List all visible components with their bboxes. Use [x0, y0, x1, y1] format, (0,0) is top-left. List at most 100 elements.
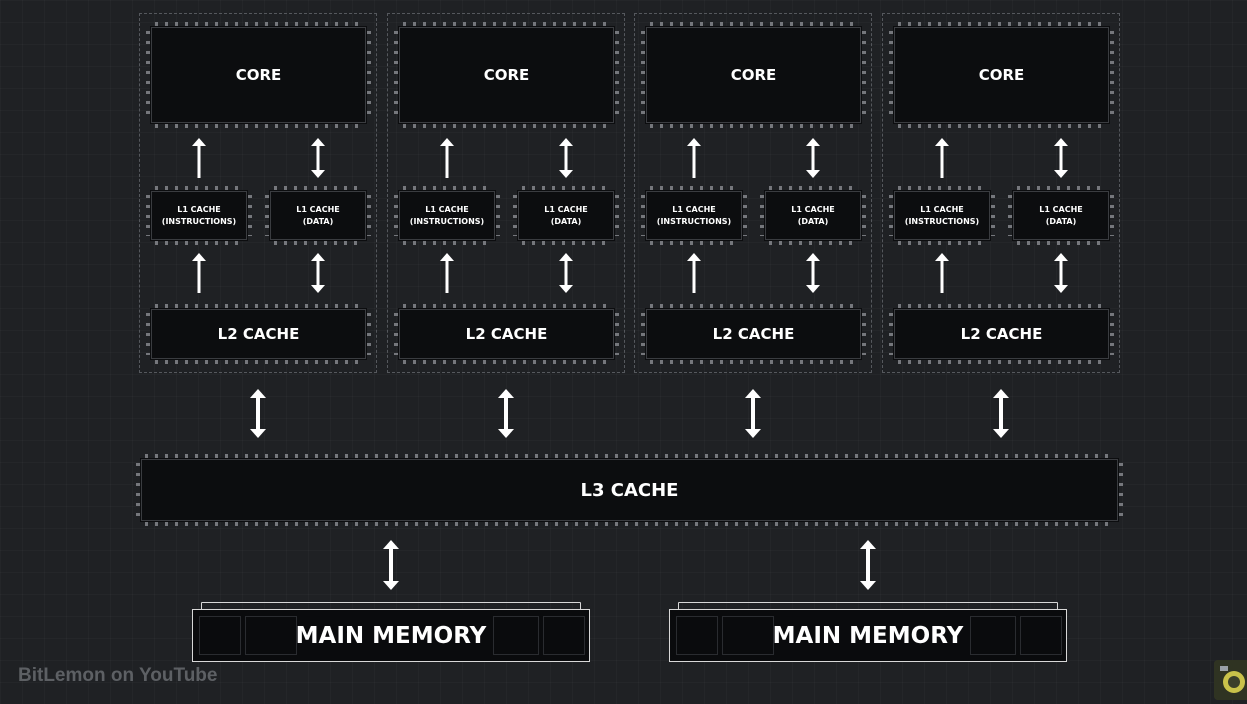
l1-instr-line1: L1 CACHE: [920, 204, 964, 214]
l1-instr-3-pins-right: [743, 195, 747, 236]
l2-3-pins-left: [641, 313, 645, 355]
l1-instr-3-pins-left: [641, 195, 645, 236]
l1-instr-4-pins-left: [889, 195, 893, 236]
l1-instruction-cache-4: L1 CACHE (INSTRUCTIONS): [894, 191, 990, 240]
l1-data-2-pins-bottom: [522, 241, 610, 245]
l1-data-line2: (DATA): [550, 216, 582, 226]
l2-label: L2 CACHE: [465, 325, 548, 343]
l1-instr-2-pins-right: [496, 195, 500, 236]
main-memory-2: MAIN MEMORY: [669, 609, 1067, 662]
core-cluster-4: [882, 13, 1120, 373]
core-1-pins-top: [155, 22, 362, 26]
core-1-pins-bottom: [155, 124, 362, 128]
l1-instruction-cache-2: L1 CACHE (INSTRUCTIONS): [399, 191, 495, 240]
up-arrow-icon: [687, 138, 701, 178]
l3-pins-right: [1119, 463, 1123, 517]
core-3-pins-top: [650, 22, 857, 26]
up-arrow-icon: [192, 253, 206, 293]
l1-instr-2-pins-bottom: [403, 241, 491, 245]
l2-3-pins-bottom: [650, 360, 857, 364]
l2-4-pins-top: [898, 304, 1105, 308]
core-4-pins-bottom: [898, 124, 1105, 128]
l1-data-3-pins-left: [760, 195, 764, 236]
l2-cache-2: L2 CACHE: [399, 309, 614, 359]
l1-data-4-pins-top: [1017, 186, 1105, 190]
memory-slot: [970, 616, 1016, 655]
l1-instr-line2: (INSTRUCTIONS): [656, 216, 732, 226]
main-memory-1: MAIN MEMORY: [192, 609, 590, 662]
l1-instr-1-pins-top: [155, 186, 243, 190]
l1-data-cache-2: L1 CACHE (DATA): [518, 191, 614, 240]
channel-logo: [1214, 660, 1247, 700]
core-label: CORE: [483, 66, 530, 84]
l1-instr-2-pins-left: [394, 195, 398, 236]
bidirectional-arrow-icon: [559, 138, 573, 178]
core-cluster-1: [139, 13, 377, 373]
l1-instr-3-pins-bottom: [650, 241, 738, 245]
l1-instruction-label: L1 CACHE (INSTRUCTIONS): [657, 204, 731, 228]
core-2-pins-right: [615, 31, 619, 119]
l2-1-pins-bottom: [155, 360, 362, 364]
core-3-pins-bottom: [650, 124, 857, 128]
l1-instr-line2: (INSTRUCTIONS): [409, 216, 485, 226]
l1-instr-line1: L1 CACHE: [425, 204, 469, 214]
bidirectional-arrow-icon: [993, 389, 1009, 438]
l1-data-label: L1 CACHE (DATA): [296, 204, 340, 228]
l1-data-label: L1 CACHE(DATA): [791, 204, 835, 228]
l1-instr-2-pins-top: [403, 186, 491, 190]
l3-cache: L3 CACHE: [141, 459, 1118, 521]
l2-2-pins-bottom: [403, 360, 610, 364]
l1-instr-line2: (INSTRUCTIONS): [161, 216, 237, 226]
core-2-pins-left: [394, 31, 398, 119]
l1-data-line1: L1 CACHE: [544, 204, 588, 214]
l1-data-2-pins-top: [522, 186, 610, 190]
bidirectional-arrow-icon: [498, 389, 514, 438]
bidirectional-arrow-icon: [806, 138, 820, 178]
l2-label: L2 CACHE: [712, 325, 795, 343]
core-cluster-2: [387, 13, 625, 373]
l2-4-pins-right: [1110, 313, 1114, 355]
l1-instr-1-pins-bottom: [155, 241, 243, 245]
l1-instruction-cache-1: L1 CACHE (INSTRUCTIONS): [151, 191, 247, 240]
l2-2-pins-right: [615, 313, 619, 355]
l1-data-label: L1 CACHE(DATA): [1039, 204, 1083, 228]
l1-data-cache-3: L1 CACHE(DATA): [765, 191, 861, 240]
core-4-pins-top: [898, 22, 1105, 26]
l1-instr-line2: (INSTRUCTIONS): [904, 216, 980, 226]
bidirectional-arrow-icon: [745, 389, 761, 438]
memory-slot: [676, 616, 718, 655]
l2-cache-4: L2 CACHE: [894, 309, 1109, 359]
l1-data-4-pins-left: [1008, 195, 1012, 236]
l1-data-line1: L1 CACHE: [1039, 204, 1083, 214]
l1-instr-line1: L1 CACHE: [672, 204, 716, 214]
l3-pins-left: [136, 463, 140, 517]
l2-4-pins-left: [889, 313, 893, 355]
l2-4-pins-bottom: [898, 360, 1105, 364]
l2-1-pins-right: [367, 313, 371, 355]
l1-instruction-label: L1 CACHE (INSTRUCTIONS): [162, 204, 236, 228]
up-arrow-icon: [192, 138, 206, 178]
up-arrow-icon: [440, 138, 454, 178]
core-label: CORE: [235, 66, 282, 84]
bidirectional-arrow-icon: [311, 253, 325, 293]
core-1-pins-left: [146, 31, 150, 119]
l1-data-line2: (DATA): [797, 216, 829, 226]
l2-2-pins-top: [403, 304, 610, 308]
l3-label: L3 CACHE: [580, 479, 679, 501]
core-1-pins-right: [367, 31, 371, 119]
l2-cache-1: L2 CACHE: [151, 309, 366, 359]
bidirectional-arrow-icon: [806, 253, 820, 293]
l1-data-1-pins-top: [274, 186, 362, 190]
l2-2-pins-left: [394, 313, 398, 355]
l1-data-line1: L1 CACHE: [296, 204, 340, 214]
core-4-pins-left: [889, 31, 893, 119]
l1-data-2-pins-left: [513, 195, 517, 236]
l2-cache-3: L2 CACHE: [646, 309, 861, 359]
l1-data-line2: (DATA): [302, 216, 334, 226]
l1-data-label: L1 CACHE (DATA): [544, 204, 588, 228]
watermark-text: BitLemon on YouTube: [18, 665, 218, 686]
memory-slot: [493, 616, 539, 655]
l1-instr-line1: L1 CACHE: [177, 204, 221, 214]
l2-label: L2 CACHE: [960, 325, 1043, 343]
l2-label: L2 CACHE: [217, 325, 300, 343]
